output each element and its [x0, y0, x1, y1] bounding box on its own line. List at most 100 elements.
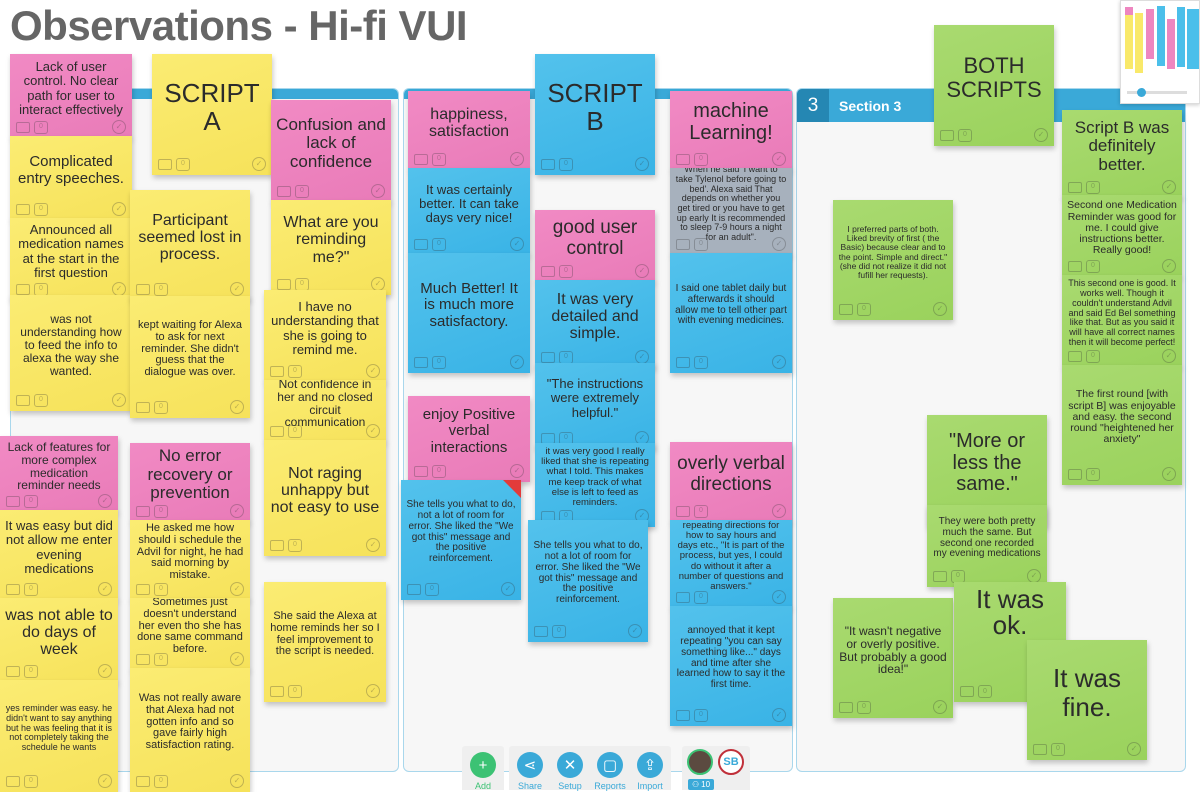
section-title[interactable]: Section 3: [839, 97, 902, 114]
sticky-note-gray[interactable]: When he said 'I want to take Tylenol bef…: [670, 168, 792, 255]
vote-count[interactable]: 0: [34, 120, 48, 134]
vote-count[interactable]: 0: [432, 355, 446, 369]
vote-count[interactable]: 0: [432, 464, 446, 478]
check-icon[interactable]: ✓: [510, 355, 524, 369]
comment-icon[interactable]: [1068, 468, 1082, 480]
vote-count[interactable]: 0: [24, 664, 38, 678]
sticky-note-blue[interactable]: "The instructions were extremely helpful…: [535, 363, 655, 449]
sticky-note-blue[interactable]: repeating directions for how to say hour…: [670, 520, 792, 608]
vote-count[interactable]: 0: [1086, 467, 1100, 481]
comment-icon[interactable]: [414, 356, 428, 368]
check-icon[interactable]: ✓: [933, 700, 947, 714]
vote-count[interactable]: 0: [1086, 180, 1100, 194]
check-icon[interactable]: ✓: [112, 393, 126, 407]
check-icon[interactable]: ✓: [98, 664, 112, 678]
sticky-note-yellow[interactable]: Sometimes just doesn't understand her ev…: [130, 598, 250, 670]
vote-count[interactable]: 0: [154, 504, 168, 518]
vote-count[interactable]: 0: [559, 350, 573, 364]
check-icon[interactable]: ✓: [230, 652, 244, 666]
vote-count[interactable]: 0: [154, 400, 168, 414]
vote-count[interactable]: 0: [34, 202, 48, 216]
sticky-note-yellow[interactable]: yes reminder was easy. he didn't want to…: [0, 680, 118, 792]
vote-count[interactable]: 0: [694, 504, 708, 518]
comment-icon[interactable]: [541, 351, 555, 363]
comment-icon[interactable]: [407, 583, 421, 595]
sticky-note-yellow[interactable]: Participant seemed lost in process.0✓: [130, 190, 250, 300]
vote-count[interactable]: 0: [34, 282, 48, 296]
comment-icon[interactable]: [270, 425, 284, 437]
check-icon[interactable]: ✓: [628, 624, 642, 638]
minimap[interactable]: [1120, 0, 1200, 104]
comment-icon[interactable]: [534, 625, 548, 637]
comment-icon[interactable]: [6, 775, 20, 787]
vote-count[interactable]: 0: [694, 355, 708, 369]
comment-icon[interactable]: [136, 283, 150, 295]
vote-count[interactable]: 0: [154, 582, 168, 596]
comment-icon[interactable]: [6, 665, 20, 677]
check-icon[interactable]: ✓: [772, 355, 786, 369]
check-icon[interactable]: ✓: [772, 708, 786, 722]
check-icon[interactable]: ✓: [252, 157, 266, 171]
sticky-note-pink[interactable]: machine Learning!0✓: [670, 91, 792, 170]
sticky-note-blue[interactable]: It was certainly better. It can take day…: [408, 168, 530, 255]
comment-icon[interactable]: [940, 129, 954, 141]
sticky-note-pink[interactable]: Lack of features for more complex medica…: [0, 436, 118, 512]
check-icon[interactable]: ✓: [371, 277, 385, 291]
check-icon[interactable]: ✓: [371, 184, 385, 198]
comment-icon[interactable]: [1033, 743, 1047, 755]
check-icon[interactable]: ✓: [635, 264, 649, 278]
check-icon[interactable]: ✓: [510, 152, 524, 166]
check-icon[interactable]: ✓: [366, 364, 380, 378]
sticky-note-green[interactable]: Second one Medication Reminder was good …: [1062, 195, 1182, 277]
vote-count[interactable]: 0: [951, 569, 965, 583]
sticky-note-green[interactable]: The first round [with script B] was enjo…: [1062, 365, 1182, 485]
vote-count[interactable]: 0: [694, 590, 708, 604]
sticky-note-yellow[interactable]: She said the Alexa at home reminds her s…: [264, 582, 386, 702]
comment-icon[interactable]: [676, 238, 690, 250]
check-icon[interactable]: ✓: [510, 464, 524, 478]
vote-count[interactable]: 0: [154, 774, 168, 788]
sticky-note-yellow[interactable]: Not confidence in her and no closed circ…: [264, 380, 386, 442]
comment-icon[interactable]: [277, 185, 291, 197]
sticky-note-green[interactable]: It was fine.0✓: [1027, 640, 1147, 760]
check-icon[interactable]: ✓: [1027, 569, 1041, 583]
check-icon[interactable]: ✓: [501, 582, 515, 596]
user-initials-avatar[interactable]: SB: [718, 749, 744, 775]
check-icon[interactable]: ✓: [510, 237, 524, 251]
import-button[interactable]: ⇪Import: [630, 752, 670, 791]
sticky-note-pink[interactable]: Lack of user control. No clear path for …: [10, 54, 132, 138]
comment-icon[interactable]: [16, 283, 30, 295]
comment-icon[interactable]: [6, 583, 20, 595]
vote-count[interactable]: 0: [559, 157, 573, 171]
sticky-note-yellow[interactable]: He asked me how should i schedule the Ad…: [130, 520, 250, 600]
comment-icon[interactable]: [16, 203, 30, 215]
vote-count[interactable]: 0: [432, 152, 446, 166]
check-icon[interactable]: ✓: [772, 504, 786, 518]
participants-badge[interactable]: ⚇10: [688, 779, 715, 790]
comment-icon[interactable]: [839, 701, 853, 713]
comment-icon[interactable]: [414, 238, 428, 250]
vote-count[interactable]: 0: [288, 424, 302, 438]
vote-count[interactable]: 0: [24, 494, 38, 508]
sticky-note-green[interactable]: They were both pretty much the same. But…: [927, 505, 1047, 587]
comment-icon[interactable]: [136, 583, 150, 595]
check-icon[interactable]: ✓: [933, 302, 947, 316]
check-icon[interactable]: ✓: [1162, 259, 1176, 273]
share-button[interactable]: ⋖Share: [510, 752, 550, 791]
vote-count[interactable]: 0: [425, 582, 439, 596]
check-icon[interactable]: ✓: [230, 400, 244, 414]
comment-icon[interactable]: [1068, 350, 1082, 362]
vote-count[interactable]: 0: [295, 277, 309, 291]
comment-icon[interactable]: [270, 539, 284, 551]
check-icon[interactable]: ✓: [1127, 742, 1141, 756]
vote-count[interactable]: 0: [24, 582, 38, 596]
vote-count[interactable]: 0: [857, 302, 871, 316]
reports-button[interactable]: ▢Reports: [590, 752, 630, 791]
